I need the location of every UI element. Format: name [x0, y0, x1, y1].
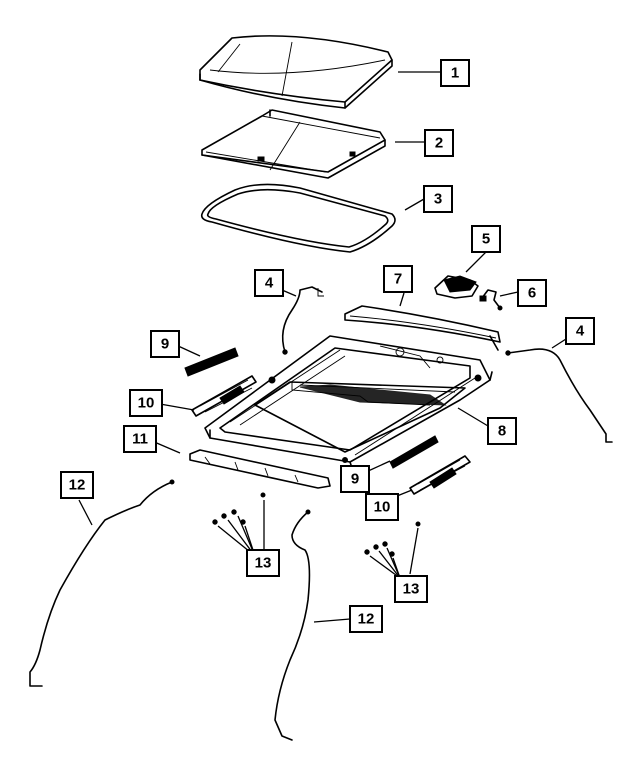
- callout-8: 8: [487, 417, 517, 445]
- guide-rail-left: [191, 375, 257, 417]
- callout-1: 1: [440, 59, 470, 87]
- rear-bracket: [189, 449, 331, 489]
- callout-12-left: 12: [60, 471, 94, 499]
- sunshade: [201, 109, 386, 179]
- cable-left: [281, 286, 324, 355]
- callout-label: 8: [498, 423, 506, 440]
- glass-panel: [199, 35, 393, 109]
- callout-7: 7: [383, 265, 413, 293]
- callout-label: 7: [394, 271, 402, 288]
- leader-lines: [78, 71, 567, 623]
- callout-11: 11: [123, 425, 157, 453]
- cable-right: [505, 348, 613, 443]
- callout-label: 12: [358, 611, 375, 628]
- callout-label: 4: [576, 323, 585, 340]
- foam-strip-left: [184, 347, 239, 377]
- callout-2: 2: [424, 129, 454, 157]
- callout-13-left: 13: [246, 549, 280, 577]
- callout-9-left: 9: [150, 330, 180, 358]
- callout-4-right: 4: [565, 317, 595, 345]
- callout-label: 13: [403, 581, 420, 598]
- callout-4-left: 4: [254, 269, 284, 297]
- callout-label: 13: [255, 555, 272, 572]
- callout-label: 9: [161, 336, 169, 353]
- callout-12-right: 12: [349, 605, 383, 633]
- callout-label: 4: [265, 275, 274, 292]
- drain-tube-left: [29, 479, 175, 687]
- callout-label: 10: [138, 395, 155, 412]
- callout-10-right: 10: [365, 493, 399, 521]
- wind-deflector: [344, 305, 501, 351]
- callout-label: 9: [351, 471, 359, 488]
- callout-label: 1: [451, 65, 459, 82]
- screws-right: [364, 521, 421, 557]
- wire-harness: [479, 289, 503, 311]
- callout-9-right: 9: [340, 465, 370, 493]
- drain-tube-right: [274, 509, 311, 741]
- foam-strip-right: [389, 435, 439, 469]
- callout-label: 10: [374, 499, 391, 516]
- callout-3: 3: [423, 185, 453, 213]
- callout-6: 6: [517, 279, 547, 307]
- callout-label: 5: [482, 231, 490, 248]
- sunroof-frame: [204, 335, 493, 469]
- callout-10-left: 10: [129, 389, 163, 417]
- callout-label: 11: [132, 431, 148, 448]
- guide-rail-right: [409, 455, 471, 495]
- callout-label: 12: [69, 477, 86, 494]
- callout-label: 6: [528, 285, 536, 302]
- glass-seal: [200, 183, 396, 253]
- motor: [434, 275, 479, 299]
- callout-label: 2: [435, 135, 443, 152]
- callout-13-right: 13: [394, 575, 428, 603]
- callout-5: 5: [471, 225, 501, 253]
- screws-left: [212, 492, 266, 525]
- callout-label: 3: [434, 191, 442, 208]
